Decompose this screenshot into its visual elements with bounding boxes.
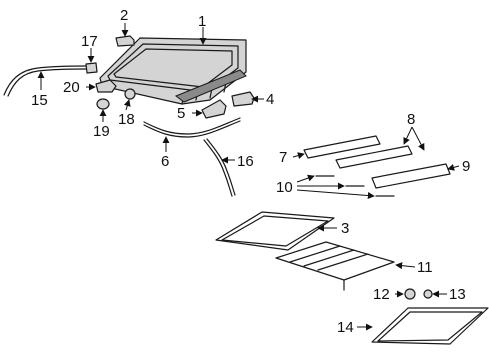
grommet-part bbox=[96, 98, 110, 110]
callout-18: 18 bbox=[118, 111, 135, 128]
callout-14: 14 bbox=[337, 319, 354, 336]
callout-2: 2 bbox=[120, 7, 128, 24]
sunshade-part bbox=[275, 241, 395, 291]
callout-13: 13 bbox=[449, 286, 466, 303]
clip-part bbox=[85, 62, 98, 74]
callout-16: 16 bbox=[237, 153, 254, 170]
nut-part bbox=[423, 289, 433, 299]
weatherstrip-part bbox=[371, 307, 489, 345]
screw-part bbox=[404, 288, 416, 300]
front-panel-part bbox=[303, 135, 381, 159]
callout-12: 12 bbox=[373, 286, 390, 303]
callout-6: 6 bbox=[161, 153, 169, 170]
callout-1: 1 bbox=[198, 13, 206, 30]
glass-seal-part bbox=[215, 211, 335, 251]
rear-drain-hose-part bbox=[203, 139, 233, 197]
callout-15: 15 bbox=[31, 92, 48, 109]
callout-19: 19 bbox=[93, 123, 110, 140]
callout-5: 5 bbox=[177, 105, 185, 122]
motor-part bbox=[231, 91, 255, 107]
callout-3: 3 bbox=[341, 220, 349, 237]
callout-9: 9 bbox=[462, 158, 470, 175]
callout-17: 17 bbox=[81, 33, 98, 50]
callout-8: 8 bbox=[407, 111, 415, 128]
callout-20: 20 bbox=[63, 79, 80, 96]
callout-4: 4 bbox=[266, 91, 274, 108]
fastener-part bbox=[124, 88, 136, 100]
drain-hose-part bbox=[3, 65, 87, 96]
middle-panel-part bbox=[335, 145, 413, 169]
leader-lines bbox=[37, 23, 460, 331]
bracket-part bbox=[115, 35, 135, 47]
rear-panel-part bbox=[371, 163, 451, 189]
callout-10: 10 bbox=[276, 179, 293, 196]
mount-bracket-part bbox=[95, 79, 117, 93]
deflector-clip-part bbox=[201, 99, 227, 119]
drive-cable-part bbox=[143, 117, 241, 135]
callout-7: 7 bbox=[279, 149, 287, 166]
callout-11: 11 bbox=[417, 259, 433, 276]
callout-labels: 1 2 3 4 5 6 7 8 9 10 11 12 13 14 15 16 1… bbox=[31, 7, 470, 336]
sunroof-frame-assembly bbox=[99, 37, 247, 105]
